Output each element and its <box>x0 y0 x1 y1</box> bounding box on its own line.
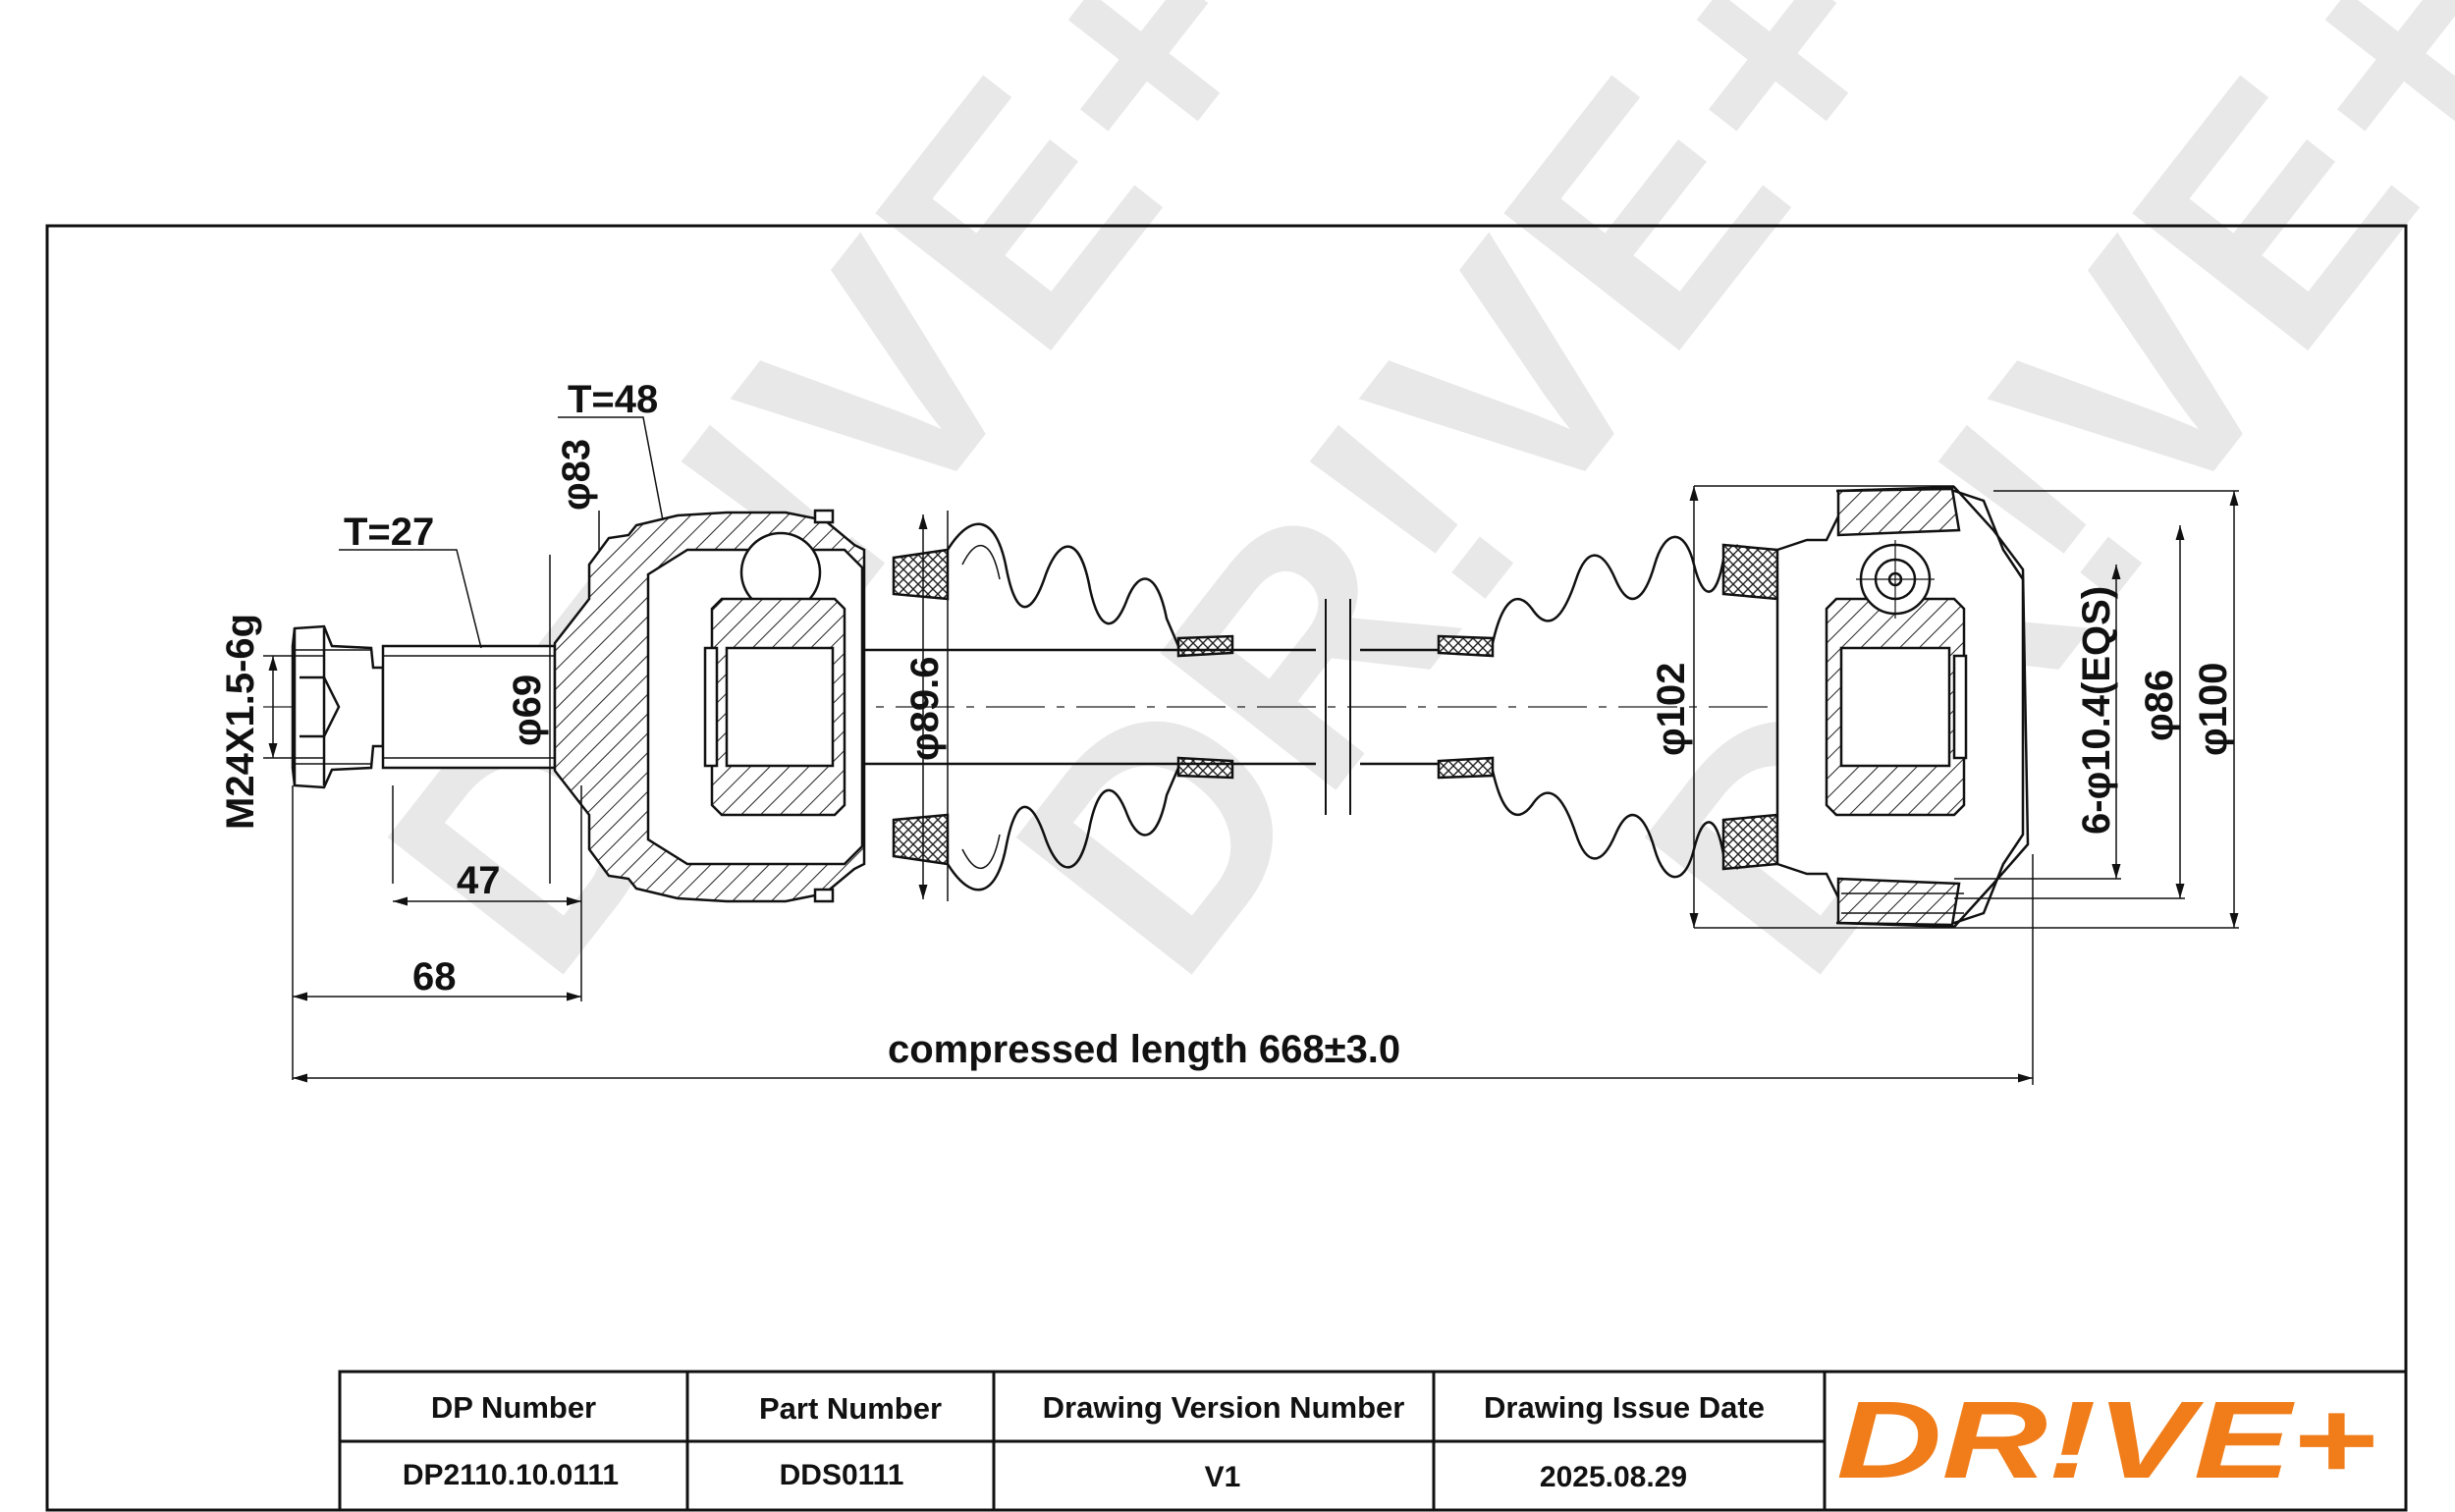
title-block: DP Number Part Number Drawing Version Nu… <box>338 1370 2408 1512</box>
dim-dia-89-6: φ89.6 <box>903 657 947 761</box>
main-shaft <box>864 648 1316 766</box>
header-part-number: Part Number <box>759 1391 942 1426</box>
boot-clamp-left <box>892 548 950 601</box>
boot-clamp-right <box>1721 543 1779 601</box>
value-drawing-version: V1 <box>1205 1461 1241 1493</box>
dim-dia-102: φ102 <box>1650 663 1693 756</box>
dim-thread: M24X1.5-6g <box>219 614 262 830</box>
header-issue-date: Drawing Issue Date <box>1484 1390 1765 1425</box>
boot-left <box>946 522 1180 647</box>
header-drawing-version: Drawing Version Number <box>1043 1390 1405 1425</box>
dim-teeth-outer: T=48 <box>568 378 658 421</box>
shaft-assembly <box>263 485 2030 929</box>
brand-logo: DR!VE+ <box>1836 1378 2376 1501</box>
value-dp-number: DP2110.10.0111 <box>403 1459 619 1491</box>
dim-length-47: 47 <box>457 859 501 902</box>
dim-dia-86: φ86 <box>2138 670 2181 741</box>
dim-dia-69: φ69 <box>506 675 549 746</box>
dimension-lines <box>263 416 2239 1085</box>
dim-dia-83: φ83 <box>555 439 598 511</box>
dim-teeth-inner: T=27 <box>344 511 434 554</box>
dim-length-68: 68 <box>412 955 457 999</box>
dim-dia-100: φ100 <box>2192 663 2235 756</box>
header-dp-number: DP Number <box>431 1390 596 1425</box>
dim-compressed-length: compressed length 668±3.0 <box>888 1028 1400 1071</box>
value-issue-date: 2025.08.29 <box>1540 1461 1687 1493</box>
value-part-number: DDS0111 <box>780 1459 904 1491</box>
dim-bolt-holes: 6-φ10.4(EQS) <box>2075 586 2118 835</box>
